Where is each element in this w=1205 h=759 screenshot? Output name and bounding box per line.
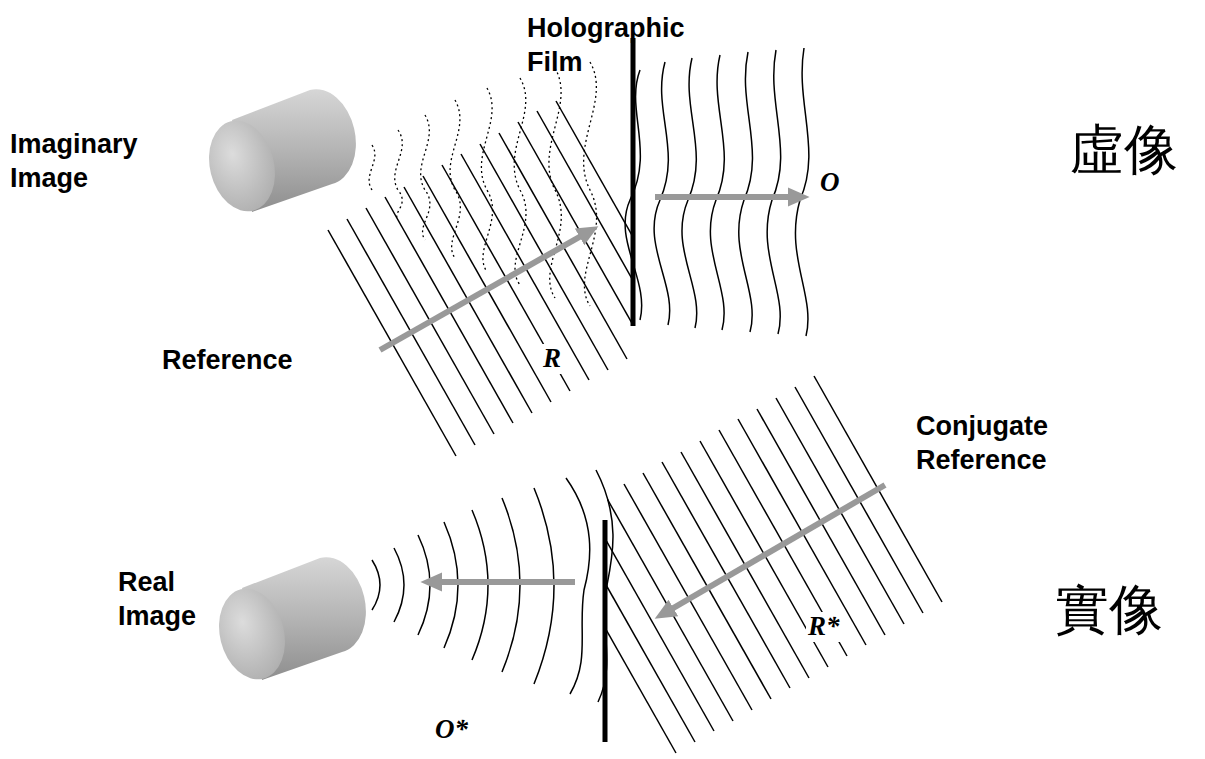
wave-symbol: O* [433, 715, 470, 745]
conjugate-object-arrow [430, 579, 575, 585]
holographic-film [603, 520, 608, 742]
object-arrow [655, 194, 800, 200]
film-label: Holographic Film [527, 12, 707, 80]
virtual-image-label: 虛像 [1070, 120, 1200, 179]
image-label: Real Image [118, 566, 218, 634]
holographic-film [631, 38, 636, 326]
wave-symbol: R [541, 344, 563, 374]
object-cylinder [200, 89, 356, 218]
virtual-object-waves [369, 62, 596, 306]
reference-arrow [380, 231, 590, 350]
reference-wavefronts [328, 101, 632, 456]
conjugate-object-wavefronts [372, 470, 613, 702]
image-cylinder [210, 557, 366, 686]
reference-label: Reference [162, 344, 293, 378]
real-image-label: 實像 [1055, 580, 1185, 639]
object-wavefronts [625, 48, 809, 336]
wave-symbol: O [818, 168, 842, 198]
conjugate-reference-arrow [663, 485, 885, 614]
wave-symbol: R* [806, 612, 842, 642]
reference-label: Conjugate Reference [916, 410, 1081, 478]
image-label: Imaginary Image [10, 128, 160, 196]
conjugate-reference-wavefronts [607, 376, 942, 753]
